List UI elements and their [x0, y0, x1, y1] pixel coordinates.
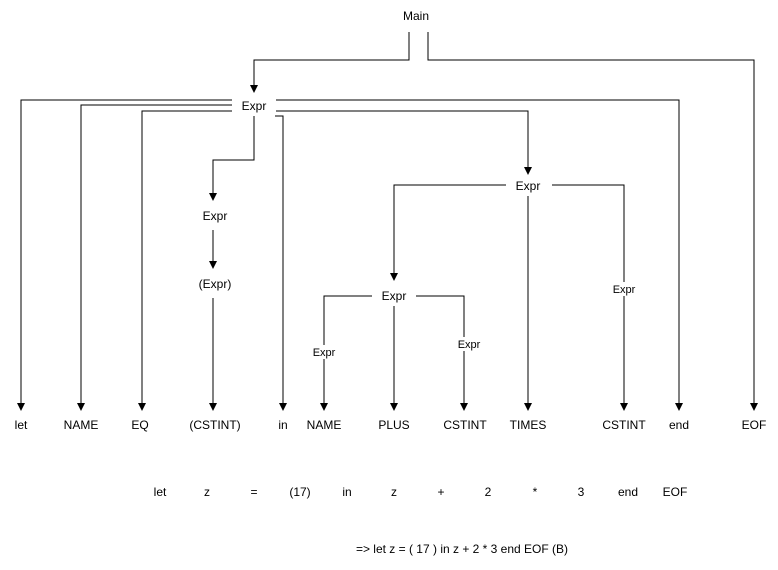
- edges: [17, 32, 758, 411]
- edge-labels: Expr Expr Expr: [309, 282, 639, 359]
- token-eq: EQ: [131, 418, 148, 432]
- edge-expr-times-to-expr-plus: [390, 184, 506, 281]
- source-z-2: z: [391, 485, 397, 499]
- edge-expr-to-expr-times: [276, 110, 532, 175]
- source-3: 3: [578, 485, 585, 499]
- edge-expr-to-name: [77, 104, 232, 411]
- node-expr-plus: Expr: [382, 289, 407, 303]
- edge-expr-to-eq: [138, 110, 232, 411]
- source-2: 2: [485, 485, 492, 499]
- edge-main-to-eof: [427, 32, 758, 411]
- source-plus: +: [437, 485, 444, 499]
- edge-expr-to-expr-left: [209, 116, 255, 201]
- token-name: NAME: [64, 418, 99, 432]
- edge-label-cstint-inner: Expr: [458, 339, 481, 351]
- nonterminal-nodes: Main Expr Expr (Expr) Expr Expr: [199, 9, 541, 303]
- node-expr-times: Expr: [516, 179, 541, 193]
- node-paren-expr: (Expr): [199, 277, 232, 291]
- edge-label-name: Expr: [313, 347, 336, 359]
- node-expr-left: Expr: [203, 209, 228, 223]
- source-in: in: [342, 485, 351, 499]
- token-in: in: [278, 418, 287, 432]
- edge-expr-plus-to-name: [320, 295, 372, 411]
- token-plus: PLUS: [378, 418, 409, 432]
- token-let: let: [15, 418, 28, 432]
- derivation-caption: => let z = ( 17 ) in z + 2 * 3 end EOF (…: [356, 542, 568, 556]
- edge-expr-times-to-cstint: [552, 184, 628, 411]
- source-row: let z = (17) in z + 2 * 3 end EOF: [154, 485, 688, 499]
- edge-expr-plus-to-cstint: [416, 295, 468, 411]
- edge-expr-to-let: [17, 99, 232, 411]
- edge-expr-to-end: [276, 99, 683, 411]
- token-end: end: [669, 418, 689, 432]
- source-17: (17): [289, 485, 310, 499]
- token-name-2: NAME: [307, 418, 342, 432]
- token-cstint-outer: CSTINT: [602, 418, 646, 432]
- token-row: let NAME EQ (CSTINT) in NAME PLUS CSTINT…: [15, 418, 767, 432]
- source-end: end: [618, 485, 638, 499]
- source-let: let: [154, 485, 167, 499]
- node-main: Main: [403, 9, 429, 23]
- source-eof: EOF: [663, 485, 688, 499]
- edge-label-cstint-outer: Expr: [613, 284, 636, 296]
- source-z: z: [204, 485, 210, 499]
- source-star: *: [533, 485, 538, 499]
- token-eof: EOF: [742, 418, 767, 432]
- source-eq: =: [250, 485, 257, 499]
- edge-expr-to-in: [275, 115, 287, 411]
- node-expr-root: Expr: [242, 99, 267, 113]
- edge-main-to-expr: [250, 32, 410, 93]
- token-paren-cstint: (CSTINT): [189, 418, 240, 432]
- token-times: TIMES: [510, 418, 547, 432]
- token-cstint-inner: CSTINT: [443, 418, 487, 432]
